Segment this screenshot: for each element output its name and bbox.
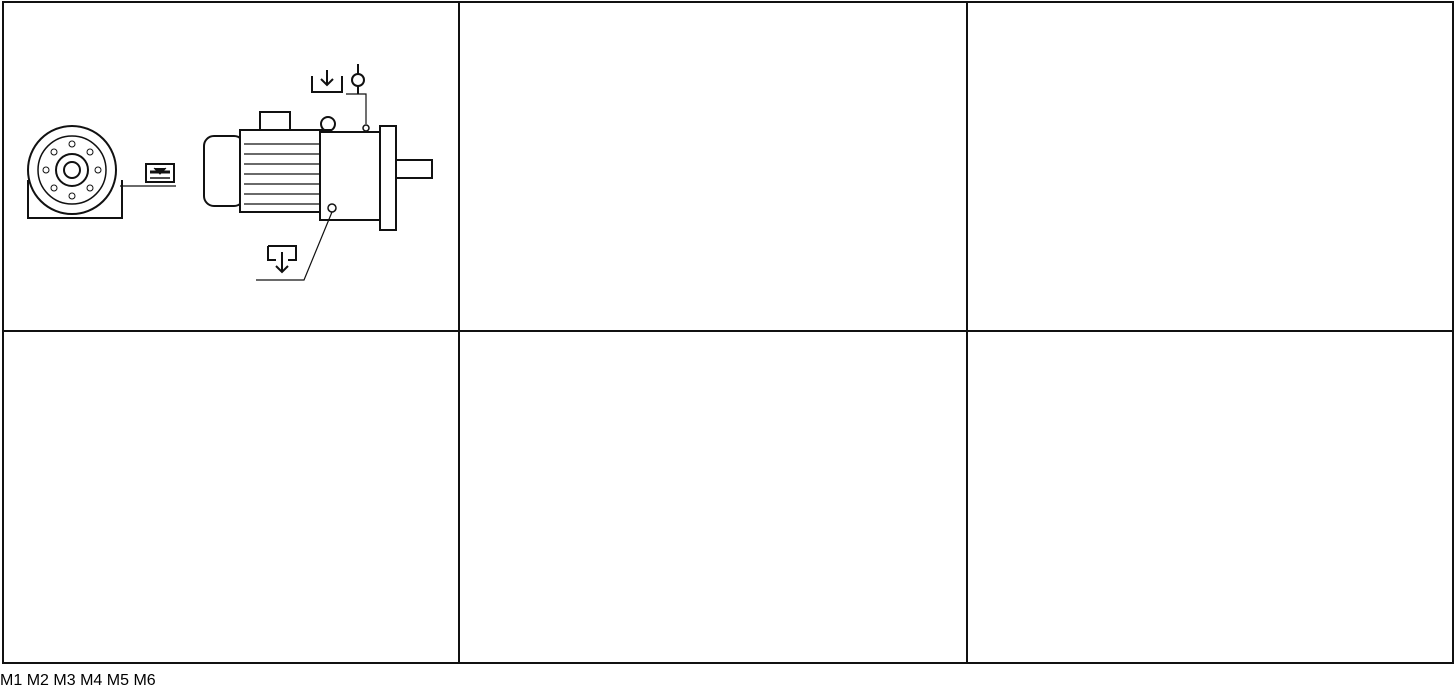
table-grid xyxy=(2,1,1454,664)
panel-label-m3: M3 xyxy=(53,672,76,689)
fill-vent-icon xyxy=(311,63,365,95)
panel-label-m5: M5 xyxy=(106,672,129,689)
oil-level-icon xyxy=(144,162,176,184)
motor-drawing xyxy=(203,111,331,213)
diagram-canvas xyxy=(2,1,1454,664)
flange-face-drawing xyxy=(27,125,123,219)
panel-label-m4: M4 xyxy=(80,672,103,689)
panel-m1-drawing xyxy=(27,63,433,281)
panel-label-m6: M6 xyxy=(133,672,156,689)
panel-label-m1: M1 xyxy=(0,672,23,689)
oil-drain-icon xyxy=(267,245,297,273)
panel-label-m2: M2 xyxy=(26,672,49,689)
